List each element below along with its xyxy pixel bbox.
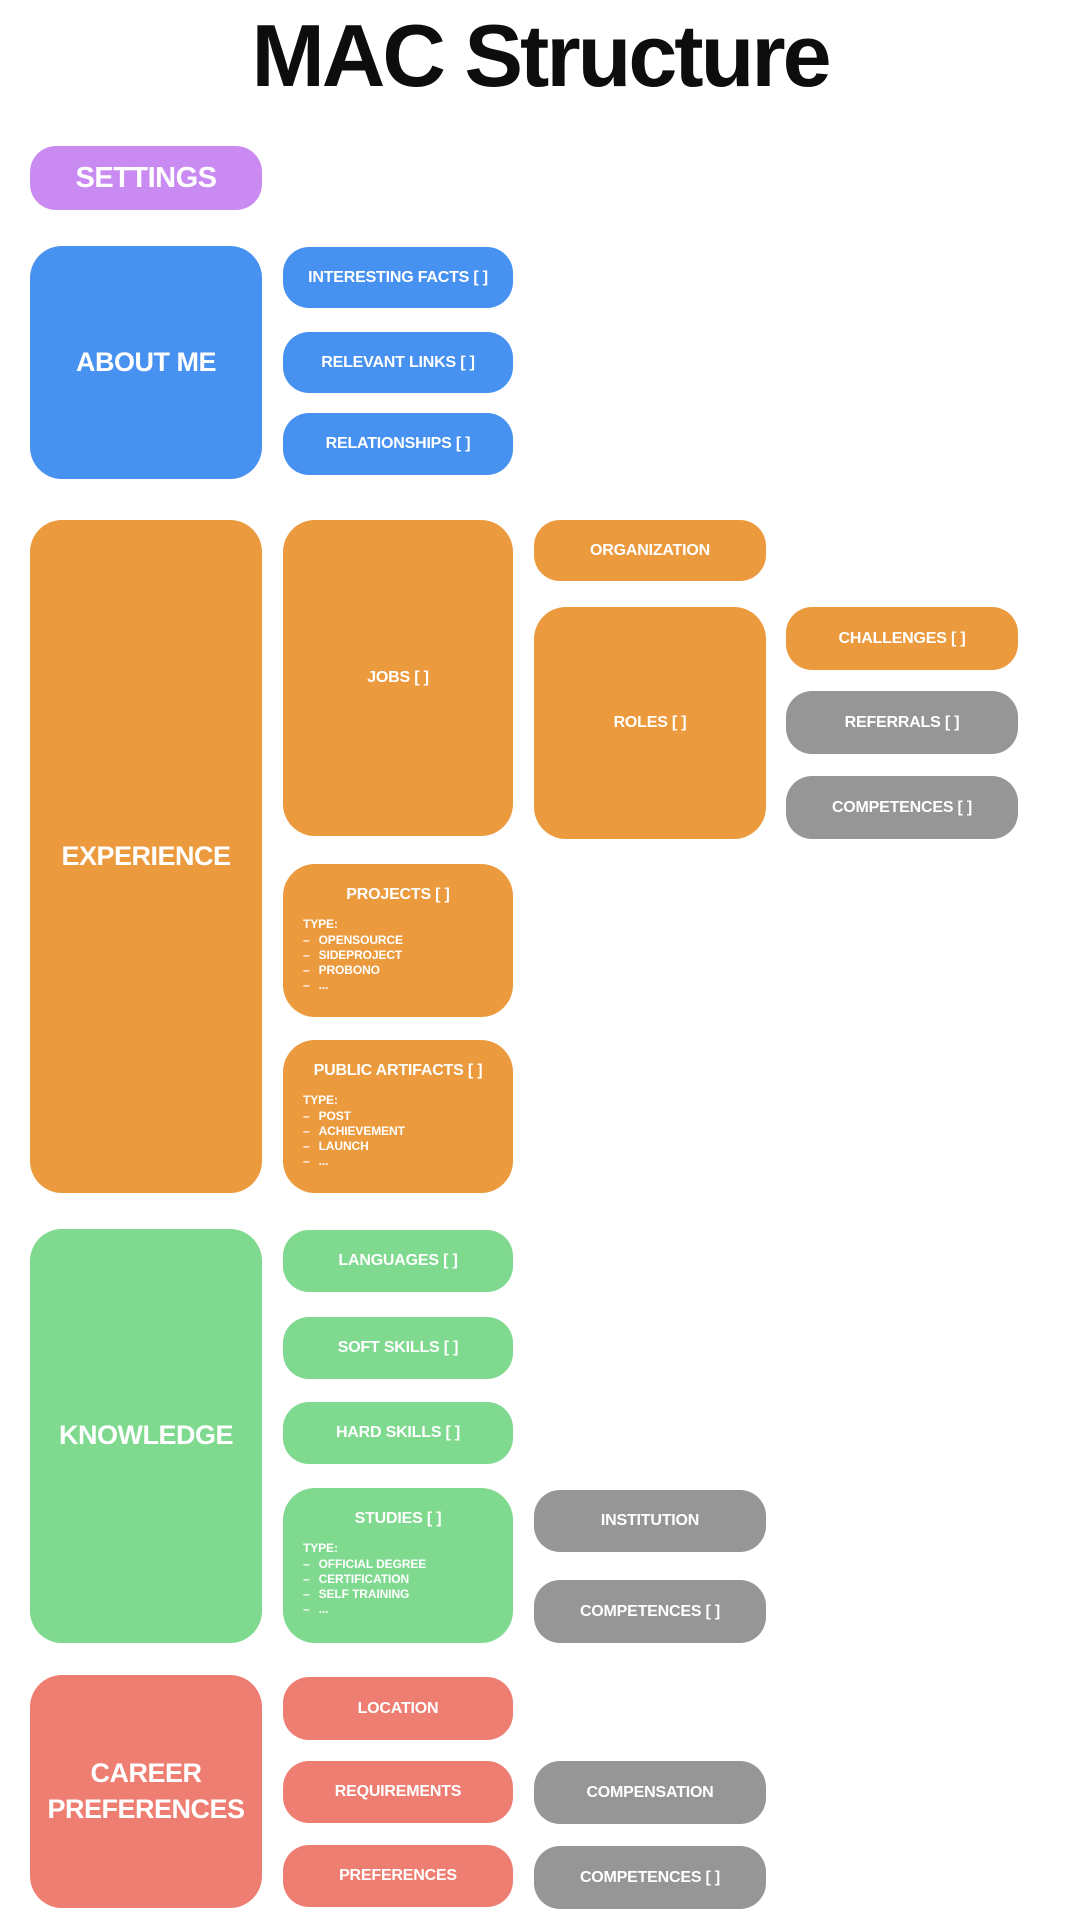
career-competences-block: COMPETENCES [ ] [534,1846,766,1909]
type-item: SELF TRAINING [303,1587,507,1602]
career-preferences-label: CAREER PREFERENCES [47,1758,245,1824]
organization-block: ORGANIZATION [534,520,766,581]
languages-block: LANGUAGES [ ] [283,1230,513,1292]
compensation-label: COMPENSATION [586,1783,714,1801]
relevant-links-block: RELEVANT LINKS [ ] [283,332,513,393]
relevant-links-label: RELEVANT LINKS [ ] [321,353,475,371]
settings-label: SETTINGS [75,161,217,194]
type-item: PROBONO [303,963,507,978]
institution-label: INSTITUTION [600,1512,700,1529]
about-me-block: ABOUT ME [30,246,262,479]
studies-label: STUDIES [ ] [354,1510,442,1527]
type-item: OFFICIAL DEGREE [303,1557,507,1572]
about-me-label: ABOUT ME [76,346,217,377]
settings-block: SETTINGS [30,146,262,210]
type-item: POST [303,1109,507,1124]
page-title: MAC Structure [251,6,831,105]
public-artifacts-type-block: TYPE: POSTACHIEVEMENTLAUNCH... [283,1080,513,1169]
soft-skills-block: SOFT SKILLS [ ] [283,1317,513,1379]
referrals-block: REFERRALS [ ] [786,691,1018,754]
type-item: ... [303,978,507,993]
studies-type-list: OFFICIAL DEGREECERTIFICATIONSELF TRAININ… [303,1557,507,1617]
career-competences-label: COMPETENCES [ ] [579,1868,721,1886]
type-item: ... [303,1602,507,1617]
roles-label: ROLES [ ] [613,714,687,731]
projects-label: PROJECTS [ ] [346,886,450,903]
experience-block: EXPERIENCE [30,520,262,1193]
type-item: ACHIEVEMENT [303,1124,507,1139]
interesting-facts-label: INTERESTING FACTS [ ] [308,268,488,286]
studies-competences-block: COMPETENCES [ ] [534,1580,766,1643]
hard-skills-label: HARD SKILLS [ ] [335,1424,461,1441]
location-block: LOCATION [283,1677,513,1740]
knowledge-label: KNOWLEDGE [59,1420,234,1451]
type-item: CERTIFICATION [303,1572,507,1587]
studies-block: STUDIES [ ] TYPE: OFFICIAL DEGREECERTIFI… [283,1488,513,1643]
projects-type-block: TYPE: OPENSOURCESIDEPROJECTPROBONO... [283,904,513,993]
languages-label: LANGUAGES [ ] [338,1252,458,1269]
organization-label: ORGANIZATION [590,541,710,559]
experience-label: EXPERIENCE [61,840,231,871]
type-heading: TYPE: [303,1541,338,1555]
relationships-label: RELATIONSHIPS [ ] [325,435,471,452]
relationships-block: RELATIONSHIPS [ ] [283,413,513,475]
roles-block: ROLES [ ] [534,607,766,839]
projects-block: PROJECTS [ ] TYPE: OPENSOURCESIDEPROJECT… [283,864,513,1017]
type-item: SIDEPROJECT [303,948,507,963]
compensation-block: COMPENSATION [534,1761,766,1824]
career-preferences-block: CAREER PREFERENCES [30,1675,262,1908]
hard-skills-block: HARD SKILLS [ ] [283,1402,513,1464]
type-item: LAUNCH [303,1139,507,1154]
soft-skills-label: SOFT SKILLS [ ] [337,1339,459,1356]
roles-competences-label: COMPETENCES [ ] [831,798,973,816]
type-item: ... [303,1154,507,1169]
institution-block: INSTITUTION [534,1490,766,1552]
roles-competences-block: COMPETENCES [ ] [786,776,1018,839]
requirements-label: REQUIREMENTS [334,1783,462,1800]
interesting-facts-block: INTERESTING FACTS [ ] [283,247,513,308]
public-artifacts-type-list: POSTACHIEVEMENTLAUNCH... [303,1109,507,1169]
knowledge-block: KNOWLEDGE [30,1229,262,1643]
public-artifacts-block: PUBLIC ARTIFACTS [ ] TYPE: POSTACHIEVEME… [283,1040,513,1193]
type-heading: TYPE: [303,917,338,931]
public-artifacts-label: PUBLIC ARTIFACTS [ ] [313,1062,483,1079]
type-heading: TYPE: [303,1093,338,1107]
challenges-label: CHALLENGES [ ] [838,629,966,647]
challenges-block: CHALLENGES [ ] [786,607,1018,670]
jobs-block: JOBS [ ] [283,520,513,836]
referrals-label: REFERRALS [ ] [844,713,960,731]
projects-type-list: OPENSOURCESIDEPROJECTPROBONO... [303,933,507,993]
jobs-label: JOBS [ ] [367,669,429,686]
studies-type-block: TYPE: OFFICIAL DEGREECERTIFICATIONSELF T… [283,1528,513,1617]
location-label: LOCATION [357,1699,439,1717]
requirements-block: REQUIREMENTS [283,1761,513,1823]
preferences-block: PREFERENCES [283,1845,513,1907]
studies-competences-label: COMPETENCES [ ] [579,1602,721,1620]
preferences-label: PREFERENCES [339,1867,457,1884]
type-item: OPENSOURCE [303,933,507,948]
